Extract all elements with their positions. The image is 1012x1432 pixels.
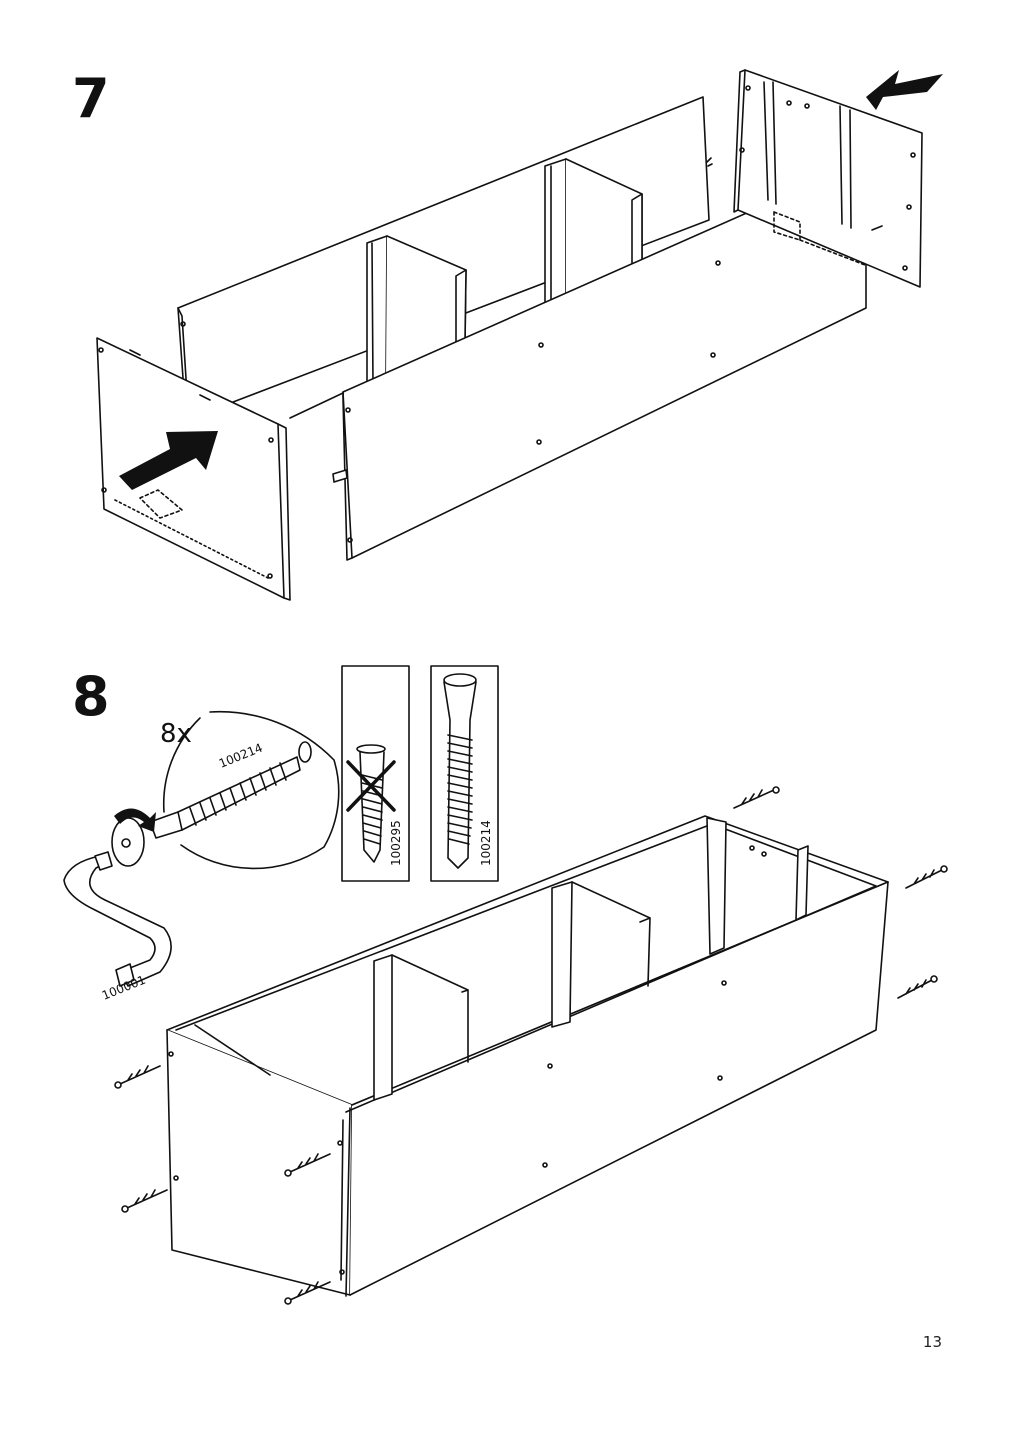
front-panel [332,157,867,561]
reference-part-100295: 100295 [389,820,403,866]
reference-part-100214: 100214 [479,820,493,866]
assembled-cabinet [166,815,889,1297]
left-side-panel [96,337,291,601]
cam-screws [114,786,948,1305]
screw-callout: 8x 100214 [111,710,340,870]
hex-key: 100001 [63,851,172,1003]
push-arrow-icon [866,70,943,110]
push-arrow-icon [119,431,218,490]
cross-out-icon [346,760,396,812]
clockwise-rotate-icon [114,808,156,832]
reference-box-correct: 100214 [430,665,499,882]
step-8-number: 8 [72,665,110,728]
screw-part-label: 100214 [217,741,265,771]
right-side-panel [733,69,923,288]
quantity-label: 8x [160,719,192,749]
step-7-number: 7 [72,67,110,130]
page-number: 13 [922,1333,942,1351]
reference-box-incorrect: 100295 [341,665,410,882]
